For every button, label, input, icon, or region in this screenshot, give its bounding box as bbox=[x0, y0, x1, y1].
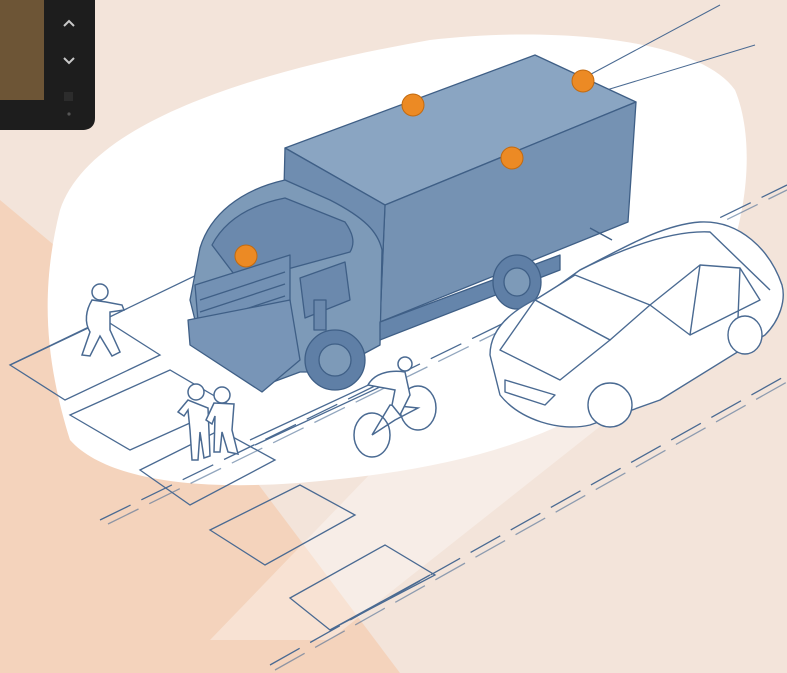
sensor-dot bbox=[402, 94, 424, 116]
sensor-dot bbox=[235, 245, 257, 267]
cyclist-head bbox=[398, 357, 412, 371]
car-wheel-rear bbox=[728, 316, 762, 354]
truck-mirror bbox=[314, 300, 326, 330]
sensor-dot bbox=[501, 147, 523, 169]
truck-hub-front bbox=[319, 344, 351, 376]
monitor-device bbox=[0, 0, 95, 130]
sensor-dot bbox=[572, 70, 594, 92]
dot-led-icon bbox=[67, 112, 70, 115]
truck-hub-rear bbox=[504, 268, 530, 296]
square-button-icon bbox=[64, 92, 73, 101]
car-wheel-front bbox=[588, 383, 632, 427]
